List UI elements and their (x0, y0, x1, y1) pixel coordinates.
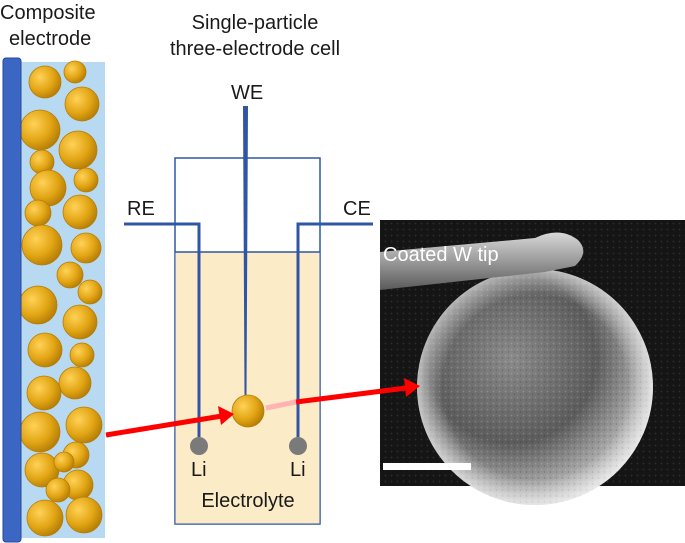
ce-li-electrode (289, 437, 307, 455)
scale-bar (383, 463, 471, 470)
cell-title-line1: Single-particle (191, 12, 319, 34)
composite-particle (27, 332, 63, 368)
composite-particle (77, 279, 103, 305)
arrow-to-sem-head (404, 378, 420, 397)
composite-title-line2: electrode (9, 28, 92, 50)
composite-particle (18, 285, 58, 325)
composite-particle (24, 199, 52, 227)
composite-particle (58, 130, 98, 170)
composite-particle (65, 496, 103, 534)
composite-particle (69, 342, 95, 368)
ce-label: CE (343, 198, 371, 220)
composite-particle (64, 86, 100, 122)
we-label: WE (231, 82, 264, 104)
composite-particles (18, 60, 103, 537)
composite-particle (65, 406, 103, 444)
re-label: RE (127, 198, 155, 220)
li-right-label: Li (290, 459, 306, 481)
composite-particle (56, 261, 84, 289)
cell-title-line2: three-electrode cell (169, 38, 341, 60)
composite-particle (70, 232, 102, 264)
li-left-label: Li (191, 459, 207, 481)
red-arrows (105, 378, 420, 438)
coated-w-tip (380, 232, 584, 290)
composite-particle (26, 375, 62, 411)
composite-particle (58, 366, 92, 400)
composite-particle (53, 451, 75, 473)
composite-particle (62, 194, 98, 230)
composite-particle (19, 411, 61, 453)
composite-particle (19, 109, 61, 151)
current-collector (2, 57, 22, 543)
composite-particle (26, 499, 64, 537)
re-wire (124, 222, 201, 437)
composite-particle (28, 65, 62, 99)
composite-particle (63, 60, 87, 84)
arrow-to-cell (105, 413, 223, 438)
three-electrode-cell (124, 106, 373, 525)
composite-electrode (2, 57, 105, 543)
arrow-to-sem (295, 385, 407, 405)
sem-tip-label: Coated W tip (383, 244, 499, 266)
composite-particle (21, 224, 63, 266)
composite-particle (62, 304, 98, 340)
arrow-to-sem-faint (265, 399, 297, 411)
electrolyte-label: Electrolyte (201, 490, 295, 512)
composite-particle (73, 167, 99, 193)
we-wire (243, 106, 248, 395)
re-li-electrode (190, 437, 208, 455)
composite-title-line1: Composite (0, 2, 96, 24)
composite-particle (45, 477, 71, 503)
single-particle (231, 394, 265, 428)
ce-wire (296, 222, 373, 437)
sem-image (380, 220, 685, 505)
arrow-to-cell-head (218, 406, 234, 425)
